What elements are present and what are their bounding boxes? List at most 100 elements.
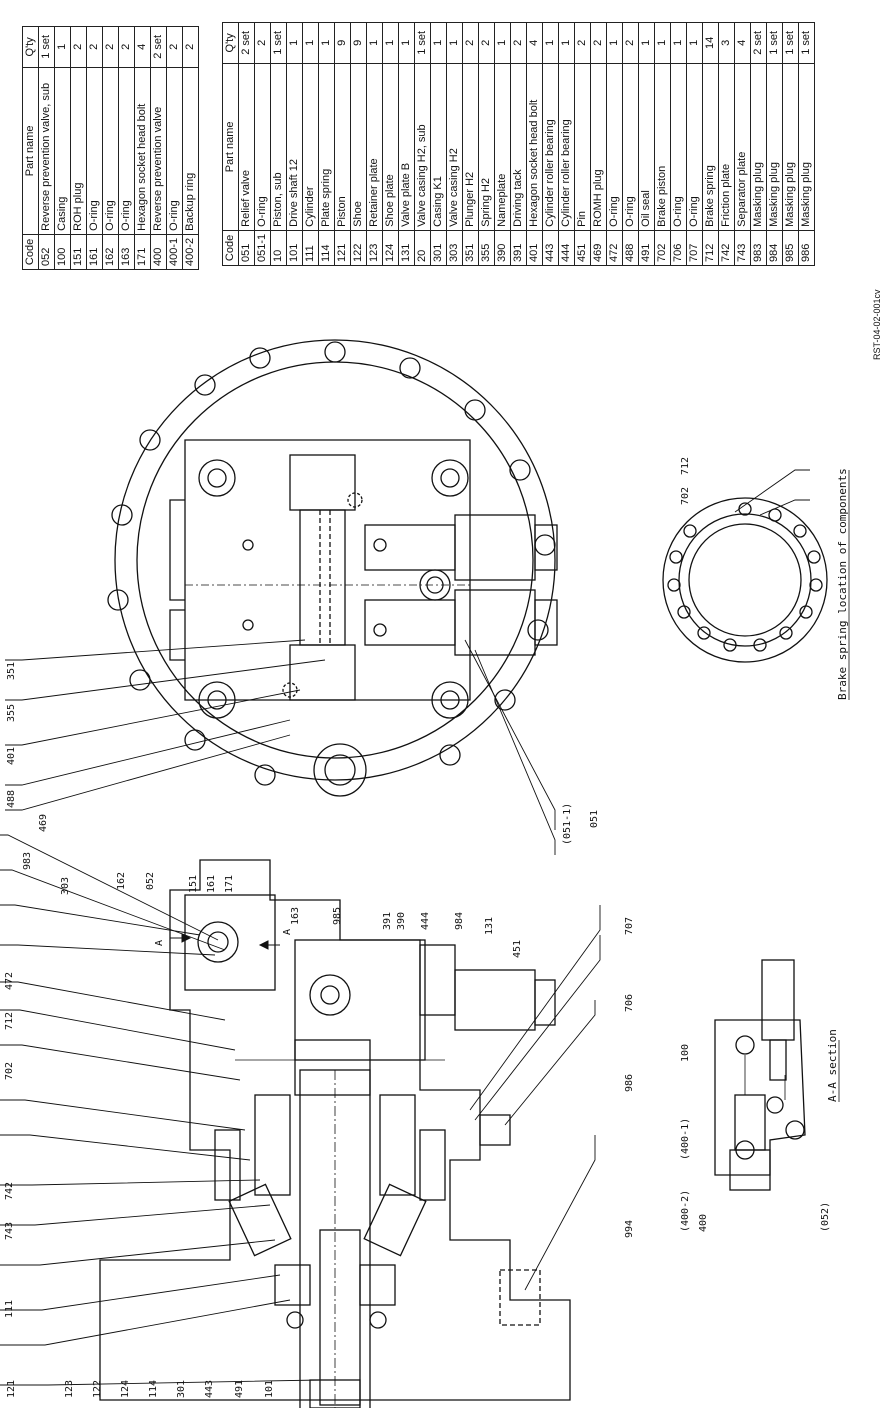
cell-part-name: Shoe [350,63,367,231]
cell-part-name: Cylinder roller bearing [542,63,559,231]
cell-qty: 1 set [270,22,287,64]
cell-code: 444 [558,230,575,266]
cell-code: 100 [54,234,71,270]
cell-code: 301 [430,230,447,266]
cell-qty: 2 [118,26,135,68]
cell-code: 742 [718,230,735,266]
cell-code: 984 [766,230,783,266]
cell-qty: 2 [254,22,271,64]
cell-qty: 1 [670,22,687,64]
cell-code: 488 [622,230,639,266]
callout-443: 443 [204,1380,215,1398]
cell-qty: 4 [734,22,751,64]
cell-part-name: Masking plug [750,63,767,231]
callout-400-1: (400-1) [680,1118,691,1160]
cell-qty: 2 [182,26,199,68]
header-qty: Q'ty [222,22,239,64]
callout-707: 707 [624,917,635,935]
leader-lines [0,469,810,1386]
cell-code: 491 [638,230,655,266]
section-mark-a-left: A [154,940,165,946]
brake-spring-circles [667,502,823,652]
cell-part-name: Plunger H2 [462,63,479,231]
cell-code: 161 [86,234,103,270]
document-id: RST-04-02-001cv [872,289,882,360]
flange-bolt-holes [107,341,556,786]
cell-qty: 2 [102,26,119,68]
callout-163: 163 [290,907,301,925]
cell-code: 351 [462,230,479,266]
callout-702: 702 [4,1062,15,1080]
callout-390: 390 [396,912,407,930]
callout-444: 444 [420,912,431,930]
section-mark-a-right: A [282,929,293,935]
callout-100: 100 [680,1044,691,1062]
section-arrows [170,933,280,950]
header-code: Code [222,230,239,266]
callout-986: 986 [624,1074,635,1092]
cell-qty: 1 [430,22,447,64]
cell-qty: 2 [462,22,479,64]
cell-qty: 1 set [798,22,815,64]
cell-part-name: Valve casing H2, sub [414,63,431,231]
callout-051-1: (051-1) [562,803,573,845]
cell-part-name: O-ring [86,67,103,235]
callout-488: 488 [6,790,17,808]
cell-code: 469 [590,230,607,266]
cell-qty: 1 [558,22,575,64]
cell-qty: 3 [718,22,735,64]
cell-code: 401 [526,230,543,266]
cell-part-name: O-ring [166,67,183,235]
cell-qty: 1 [686,22,703,64]
cell-part-name: Shoe plate [382,63,399,231]
cell-code: 052 [38,234,55,270]
cell-qty: 9 [350,22,367,64]
cell-part-name: O-ring [686,63,703,231]
cell-qty: 2 [478,22,495,64]
cell-qty: 14 [702,22,719,64]
cell-code: 163 [118,234,135,270]
callout-052-aa: (052) [820,1202,831,1232]
cell-code: 443 [542,230,559,266]
callout-401: 401 [6,747,17,765]
cell-part-name: Backup ring [182,67,199,235]
cell-part-name: ROH plug [70,67,87,235]
cell-code: 101 [286,230,303,266]
cell-qty: 2 set [238,22,255,64]
cell-part-name: Masking plug [766,63,783,231]
cell-qty: 1 set [782,22,799,64]
callout-162: 162 [116,872,127,890]
callout-984: 984 [454,912,465,930]
callout-124: 124 [120,1380,131,1398]
cell-qty: 1 [494,22,511,64]
cell-qty: 1 [318,22,335,64]
callout-131: 131 [484,917,495,935]
caption-brake-spring: Brake spring location of components [836,468,849,700]
cell-code: 706 [670,230,687,266]
callout-702-brake: 702 [680,487,691,505]
callout-111: 111 [4,1300,15,1318]
cell-code: 355 [478,230,495,266]
cell-part-name: Hexagon socket head bolt [134,67,151,235]
callout-101: 101 [264,1380,275,1398]
callout-052: 052 [145,872,156,890]
